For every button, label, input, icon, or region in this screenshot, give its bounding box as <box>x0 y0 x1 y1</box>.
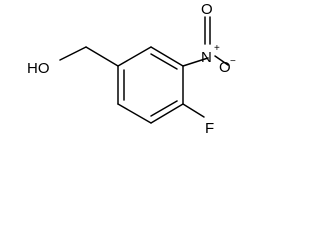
nitro-negative-charge: − <box>230 56 236 67</box>
ring-bond-c1-c2 <box>117 46 152 67</box>
ring-bond-c2-c3 <box>150 46 184 67</box>
ring-bond-c4-c5 <box>150 103 184 124</box>
nitro-group: N + O O − <box>182 1 236 76</box>
nitro-oxygen-right-label: O <box>219 59 231 76</box>
nitro-positive-charge: + <box>214 43 220 54</box>
ring-double-bond-c2-c3 <box>150 53 178 70</box>
fluoro-group: F <box>182 103 214 137</box>
bond-ring-nitrogen <box>182 57 209 67</box>
benzene-ring <box>117 46 184 124</box>
ring-double-bond-c4-c5 <box>150 100 178 117</box>
ring-bond-c5-c6 <box>117 103 152 124</box>
bond-ch2-oh <box>59 46 87 61</box>
fluorine-label: F <box>205 120 214 137</box>
hydroxyl-label: HO <box>27 60 50 77</box>
chemical-structure-diagram: HO N + O O − F <box>27 1 236 137</box>
bond-ring-fluorine <box>182 103 205 118</box>
bond-ring-ch2 <box>85 46 119 67</box>
hydroxymethyl-group: HO <box>27 46 119 77</box>
bond-nitrogen-oxygen-right <box>214 55 229 66</box>
nitro-nitrogen-label: N <box>201 49 212 66</box>
nitro-oxygen-top-label: O <box>201 1 213 18</box>
